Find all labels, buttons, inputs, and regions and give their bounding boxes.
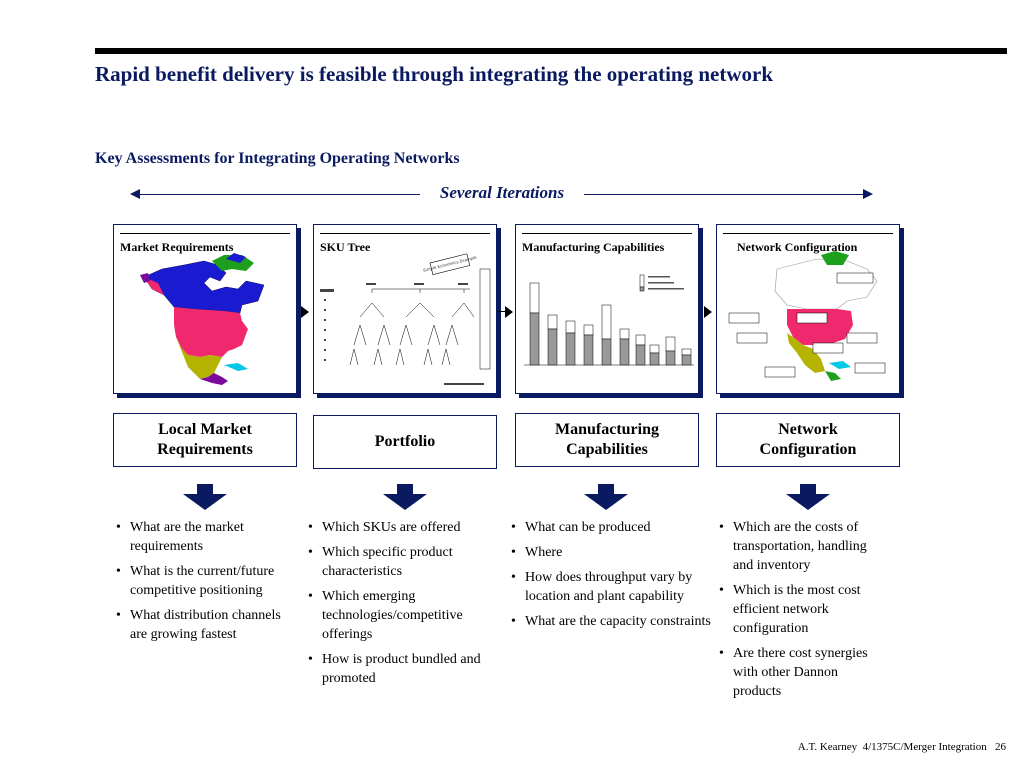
sku-tree-thumbnail: Simple Economics Example [320, 253, 491, 385]
list-item: How is product bundled and promoted [306, 650, 512, 688]
network-map-image [728, 251, 886, 381]
iterations-arrow-right-icon [863, 189, 873, 199]
flow-arrow-icon [505, 306, 513, 318]
panel-sku-tree: SKU Tree Simple Economics Example [313, 224, 497, 394]
panel-title: Network Configuration [737, 240, 858, 254]
list-item: Which specific product characteristics [306, 543, 512, 581]
page-title: Rapid benefit delivery is feasible throu… [95, 62, 774, 86]
header-rule [95, 48, 1007, 54]
flow-connector [497, 311, 505, 312]
down-arrow-icon [786, 484, 830, 510]
panel-title: Market Requirements [120, 240, 234, 254]
iterations-line-right [582, 194, 865, 195]
list-item: Which is the most cost efficient network… [717, 581, 885, 638]
panel-network-configuration: Network Configuration [716, 224, 900, 394]
list-item: How does throughput vary by location and… [509, 568, 719, 606]
footer-doc-id: 4/1375C/Merger Integration [862, 741, 987, 753]
list-item: What is the current/future competitive p… [114, 562, 292, 600]
footer-firm: A.T. Kearney [797, 741, 858, 753]
panel-title: Manufacturing Capabilities [522, 240, 665, 254]
iterations-line-left [138, 194, 422, 195]
list-item: What are the market requirements [114, 518, 292, 556]
footer: A.T. Kearney 4/1375C/Merger Integration … [798, 741, 1006, 753]
footer-page-number: 26 [995, 741, 1006, 753]
list-item: What can be produced [509, 518, 719, 537]
flow-arrow-icon [301, 306, 309, 318]
list-item: Where [509, 543, 719, 562]
capacity-bar-chart-thumbnail [524, 274, 694, 366]
list-item: What are the capacity constraints [509, 612, 719, 631]
panel-market-requirements: Market Requirements [113, 224, 297, 394]
panel-manufacturing-capabilities: Manufacturing Capabilities [515, 224, 699, 394]
down-arrow-icon [584, 484, 628, 510]
list-item: Which are the costs of transportation, h… [717, 518, 885, 575]
bullet-list-network: Which are the costs of transportation, h… [717, 518, 885, 707]
north-america-map-image [140, 253, 265, 385]
flow-arrow-icon [704, 306, 712, 318]
list-item: Which emerging technologies/competitive … [306, 587, 512, 644]
list-item: Are there cost synergies with other Dann… [717, 644, 885, 701]
bullet-list-market: What are the market requirements What is… [114, 518, 292, 650]
assessment-label-portfolio: Portfolio [313, 415, 497, 469]
bullet-list-manufacturing: What can be produced Where How does thro… [509, 518, 719, 637]
iterations-label: Several Iterations [420, 183, 584, 203]
section-subtitle: Key Assessments for Integrating Operatin… [95, 150, 460, 167]
panel-title: SKU Tree [320, 240, 371, 254]
bullet-list-portfolio: Which SKUs are offered Which specific pr… [306, 518, 512, 694]
list-item: Which SKUs are offered [306, 518, 512, 537]
iterations-arrow-left-icon [130, 189, 140, 199]
down-arrow-icon [183, 484, 227, 510]
down-arrow-icon [383, 484, 427, 510]
list-item: What distribution channels are growing f… [114, 606, 292, 644]
